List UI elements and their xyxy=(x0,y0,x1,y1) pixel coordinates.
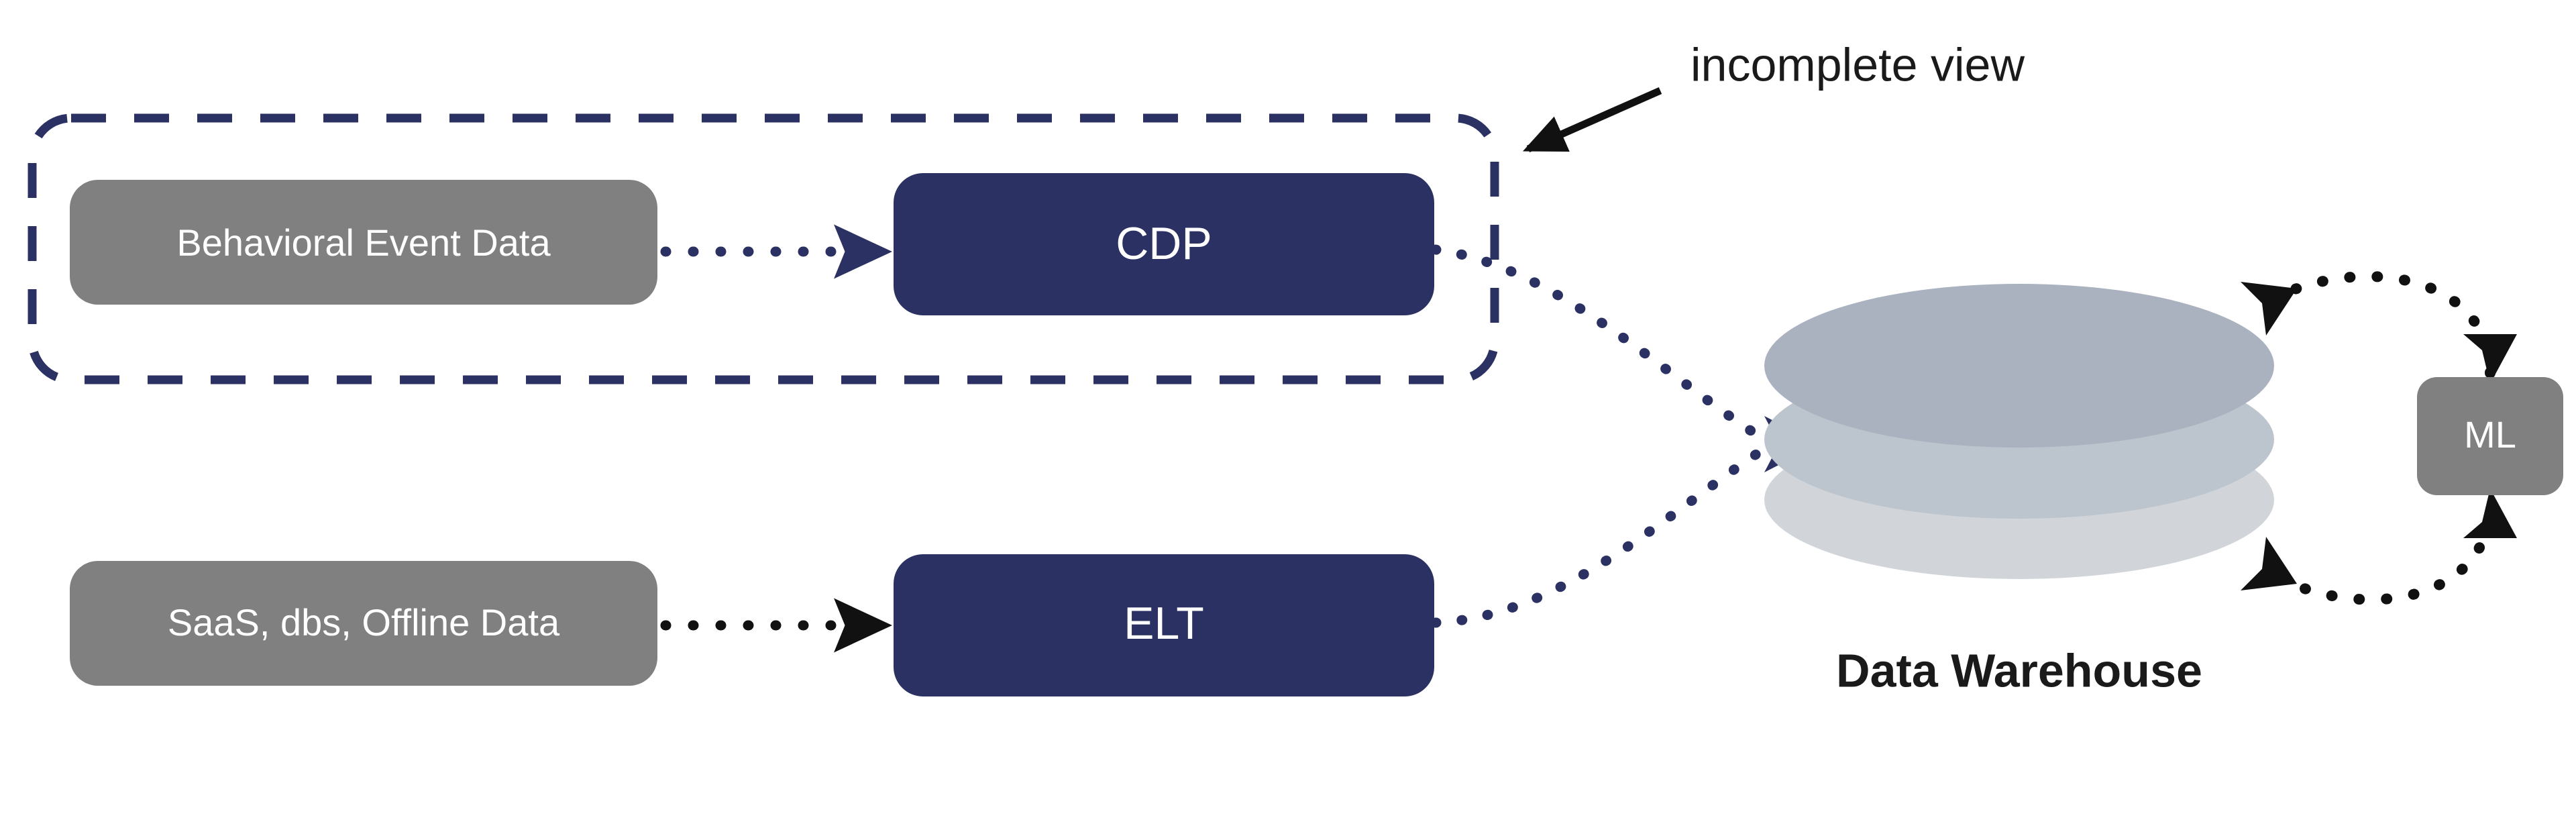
node-ml[interactable]: ML xyxy=(2417,377,2563,495)
cdp-label: CDP xyxy=(1116,218,1212,269)
warehouse-ellipse-top xyxy=(1764,284,2274,448)
warehouse-lower-arrowhead xyxy=(2241,537,2297,590)
ml-box[interactable] xyxy=(2417,377,2563,495)
cdp-box[interactable] xyxy=(894,173,1434,315)
incomplete-view-boundary xyxy=(28,113,1499,384)
annotation-arrow xyxy=(1522,87,1662,153)
node-cdp[interactable]: CDP xyxy=(894,173,1434,315)
ml-label: ML xyxy=(2464,413,2516,456)
elt-label: ELT xyxy=(1124,598,1204,649)
elt-box[interactable] xyxy=(894,554,1434,696)
node-behavioral-event-data[interactable]: Behavioral Event Data xyxy=(70,180,657,305)
saas-dbs-offline-data-label: SaaS, dbs, Offline Data xyxy=(168,601,560,643)
edge-cdp-to-warehouse xyxy=(1430,244,1770,445)
behavioral-event-data-label: Behavioral Event Data xyxy=(176,221,551,264)
annotation-label: incomplete view xyxy=(1690,38,2025,91)
node-elt[interactable]: ELT xyxy=(894,554,1434,696)
data-warehouse-label: Data Warehouse xyxy=(1836,644,2202,696)
warehouse-upper-arrowhead xyxy=(2241,282,2297,335)
edge-elt-to-warehouse xyxy=(1430,444,1770,628)
ml-bottom-arrowhead xyxy=(2463,488,2517,538)
node-data-warehouse[interactable]: Data Warehouse xyxy=(1764,284,2274,696)
behavioral-event-data-box[interactable] xyxy=(70,180,657,305)
node-saas-dbs-offline-data[interactable]: SaaS, dbs, Offline Data xyxy=(70,561,657,686)
edge-ml-to-warehouse xyxy=(2274,271,2496,378)
edge-warehouse-to-ml xyxy=(2274,499,2496,605)
ml-top-arrowhead xyxy=(2463,334,2517,384)
saas-dbs-offline-data-box[interactable] xyxy=(70,561,657,686)
